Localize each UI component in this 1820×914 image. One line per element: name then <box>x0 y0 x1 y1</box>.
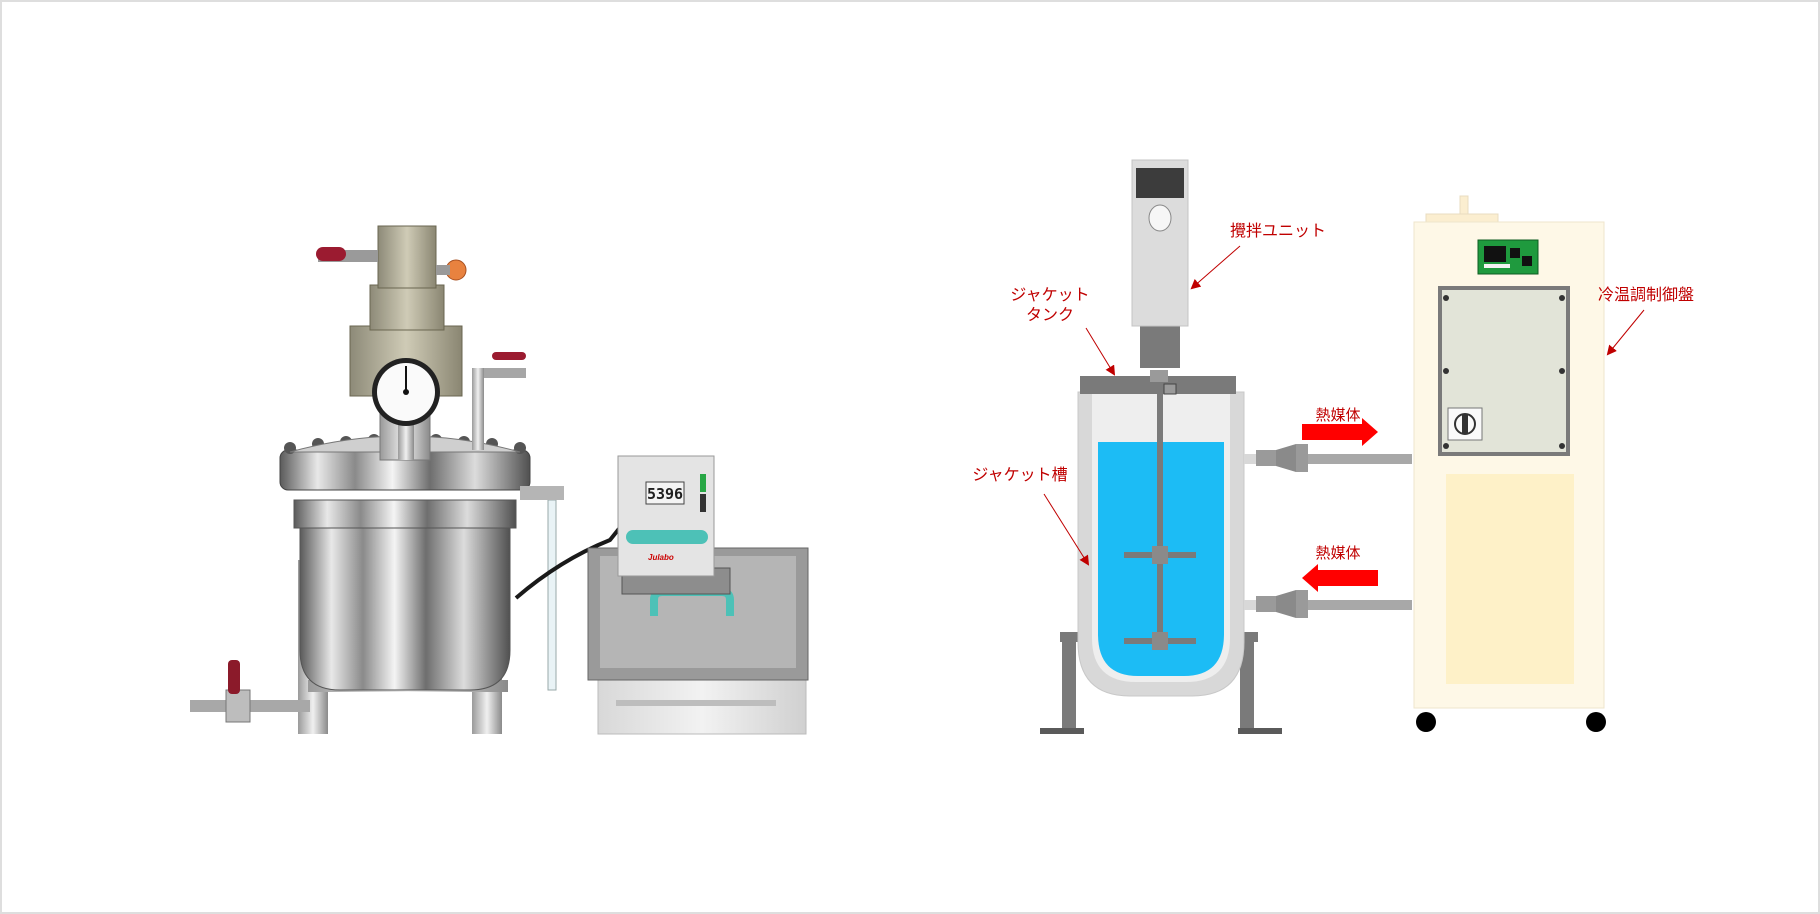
label-stirring-unit: 攪拌ユニット <box>1230 221 1326 240</box>
leader-jacket-tank <box>1085 327 1116 376</box>
cabinet-lower-panel <box>1446 474 1574 684</box>
chiller-photo: 5396 Julabo <box>587 455 809 735</box>
temp-control-cabinet <box>1413 195 1606 732</box>
drive-cap <box>369 284 445 331</box>
side-valve-handle <box>492 352 526 360</box>
tank-lid <box>1080 376 1236 394</box>
reactor-photo <box>190 225 628 734</box>
label-heat-medium-out: 熱媒体 <box>1315 406 1360 424</box>
stirrer-knob <box>1148 204 1172 232</box>
label-heat-medium-in: 熱媒体 <box>1315 544 1360 562</box>
chiller-brand: Julabo <box>648 553 674 562</box>
drain-valve <box>225 689 251 723</box>
cabinet-wheel-left <box>1416 712 1436 732</box>
stirrer-neck <box>1140 326 1180 368</box>
chiller-head <box>617 455 715 577</box>
leader-jacket-bath <box>1043 493 1090 566</box>
leader-temp-control-panel <box>1606 309 1645 356</box>
sight-glass <box>547 499 557 691</box>
pipe-upper-fitting <box>1256 450 1276 466</box>
pipe-lower-fitting <box>1256 596 1276 612</box>
tank-leg-right <box>1240 632 1254 732</box>
jacket-tank-schematic <box>1040 159 1412 734</box>
pipe-upper <box>1308 454 1412 464</box>
chiller-display <box>645 481 685 505</box>
chiller-display-value: 5396 <box>647 485 683 503</box>
top-valve-handle <box>316 247 346 261</box>
label-jacket-tank-line1: ジャケット <box>1010 285 1089 304</box>
cabinet-wheel-right <box>1586 712 1606 732</box>
stirrer-shaft <box>1157 392 1163 648</box>
motor-top <box>377 225 437 289</box>
chiller-buttons <box>626 530 708 544</box>
reactor-jacket-ring <box>293 499 517 529</box>
tank-leg-left <box>1062 632 1076 732</box>
pipe-lower <box>1308 600 1412 610</box>
stirrer-display <box>1136 168 1184 198</box>
reactor-vessel <box>299 509 511 691</box>
label-temp-control-panel: 冷温調制御盤 <box>1598 285 1694 304</box>
leader-stirring-unit <box>1190 245 1241 290</box>
label-jacket-bath: ジャケット槽 <box>972 465 1067 484</box>
label-jacket-tank-line2: タンク <box>1026 305 1074 324</box>
heat-medium-in-arrow <box>1302 564 1378 592</box>
heat-medium-out-arrow <box>1302 418 1378 446</box>
drain-valve-handle <box>228 660 240 694</box>
